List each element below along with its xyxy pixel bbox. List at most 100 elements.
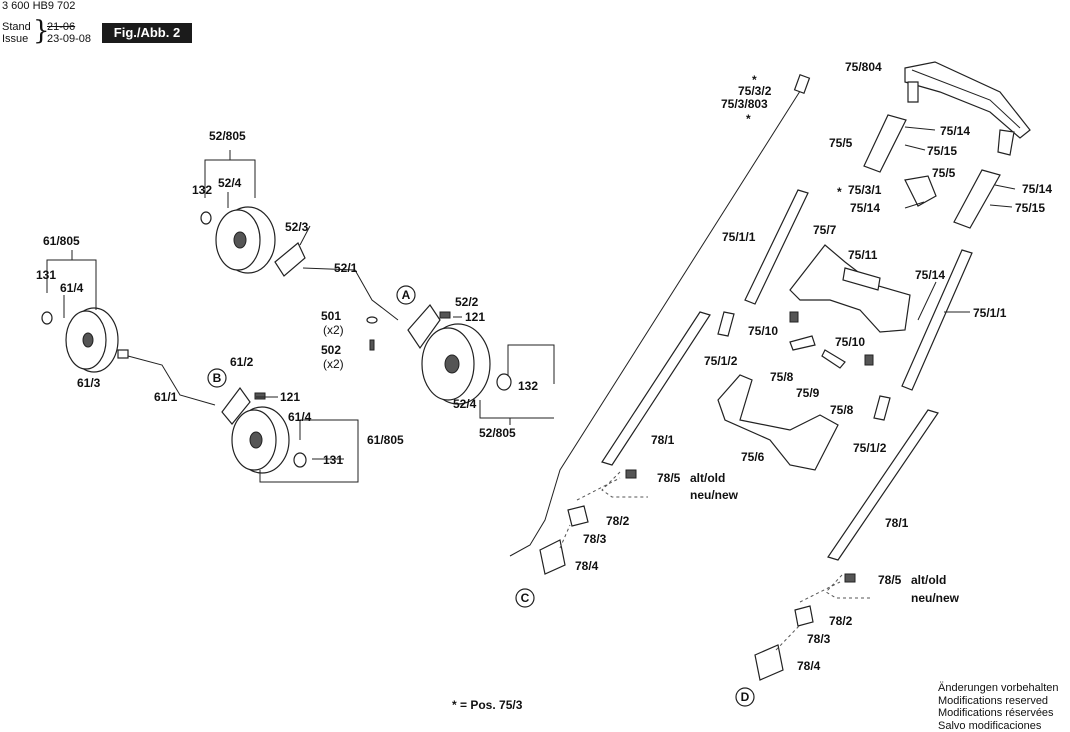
callout-b: B [208,369,226,387]
footer-line-en: Modifications reserved [938,695,1058,708]
label-132-b: 132 [518,379,538,393]
label-52-4-a: 52/4 [218,176,242,190]
washer-501 [367,317,377,323]
label-78-2-a: 78/2 [606,514,630,528]
label-61-1: 61/1 [154,390,178,404]
label-75-15-b: 75/15 [1015,201,1045,215]
label-52-805-a: 52/805 [209,129,246,143]
lever-right [822,350,845,368]
label-75-14-a: 75/14 [940,124,970,138]
label-78-5-b: 78/5 [878,573,902,587]
callout-d: D [736,688,754,706]
label-61-805-a: 61/805 [43,234,80,248]
label-75-7: 75/7 [813,223,837,237]
label-75-3-1: 75/3/1 [848,183,882,197]
callout-a: A [397,286,415,304]
label-star-c: * [837,185,842,199]
label-121-b: 121 [280,390,300,404]
cable-end [795,75,810,93]
clip-part [905,176,936,206]
callout-c-letter: C [521,591,530,605]
label-75-5-b: 75/5 [932,166,956,180]
label-75-8-b: 75/8 [830,403,854,417]
callout-c: C [516,589,534,607]
label-52-1: 52/1 [334,261,358,275]
label-131-a: 131 [36,268,56,282]
label-75-5-a: 75/5 [829,136,853,150]
screw-121-bottom [255,393,265,399]
cap-78-4-left [540,540,565,574]
control-cable [510,88,802,556]
label-132-a: 132 [192,183,212,197]
footer-line-es: Salvo modificaciones [938,720,1058,732]
tube-insert-left [718,312,734,336]
label-61-3: 61/3 [77,376,101,390]
label-75-1-1-a: 75/1/1 [722,230,756,244]
spring-left [790,312,798,322]
wheel-52-front [422,324,490,404]
spring-right [865,355,873,365]
upper-tube-left [864,115,906,172]
label-61-805-b: 61/805 [367,433,404,447]
label-131-b: 131 [323,453,343,467]
label-neu-new-b: neu/new [911,591,960,605]
label-52-3: 52/3 [285,220,309,234]
label-78-3-b: 78/3 [807,632,831,646]
label-75-1-1-b: 75/1/1 [973,306,1007,320]
label-75-3-2: 75/3/2 [738,84,772,98]
cap-78-4-right [755,645,783,680]
label-75-6: 75/6 [741,450,765,464]
hub-131-bottom [294,453,306,467]
label-78-5-a: 78/5 [657,471,681,485]
label-78-3-a: 78/3 [583,532,607,546]
label-78-4-a: 78/4 [575,559,599,573]
label-75-14-d: 75/14 [915,268,945,282]
label-alt-old-b: alt/old [911,573,946,587]
label-75-10-a: 75/10 [748,324,778,338]
label-75-8-a: 75/8 [770,370,794,384]
wheel-61 [66,308,118,372]
label-neu-new-a: neu/new [690,488,739,502]
label-61-4-b: 61/4 [288,410,312,424]
label-75-9: 75/9 [796,386,820,400]
label-52-4-b: 52/4 [453,397,477,411]
handle-base [718,375,838,470]
knob-78-2-left [568,506,588,526]
hub-132 [497,374,511,390]
wheel-52 [216,207,275,273]
bracket-52-3 [275,243,305,276]
label-501: 501 [321,309,341,323]
ring-131-top [42,312,52,324]
callout-d-letter: D [741,690,750,704]
footer-line-de: Änderungen vorbehalten [938,682,1058,695]
label-78-4-b: 78/4 [797,659,821,673]
top-handle-part [905,62,1030,155]
label-75-14-c: 75/14 [850,201,880,215]
label-75-804: 75/804 [845,60,882,74]
callout-b-letter: B [213,371,222,385]
screw-78-5-right [845,574,855,582]
label-75-1-2-a: 75/1/2 [704,354,738,368]
wheel-61-front [232,407,289,473]
axle-61-3 [118,350,128,358]
position-note: * = Pos. 75/3 [452,698,522,712]
lower-tube-right [828,410,938,560]
label-75-15-a: 75/15 [927,144,957,158]
label-61-2: 61/2 [230,355,254,369]
label-75-1-2-b: 75/1/2 [853,441,887,455]
label-75-3-803: 75/3/803 [721,97,768,111]
label-52-805-b: 52/805 [479,426,516,440]
label-52-2: 52/2 [455,295,479,309]
label-x2-b: (x2) [323,357,344,371]
label-502: 502 [321,343,341,357]
label-78-2-b: 78/2 [829,614,853,628]
label-x2-a: (x2) [323,323,344,337]
callout-a-letter: A [402,288,411,302]
bolt-502 [370,340,374,350]
knob-78-2-right [795,606,813,626]
label-75-14-b: 75/14 [1022,182,1052,196]
label-star-b: * [746,112,751,126]
tube-insert-right [874,396,890,420]
footer-line-fr: Modifications réservées [938,707,1058,720]
